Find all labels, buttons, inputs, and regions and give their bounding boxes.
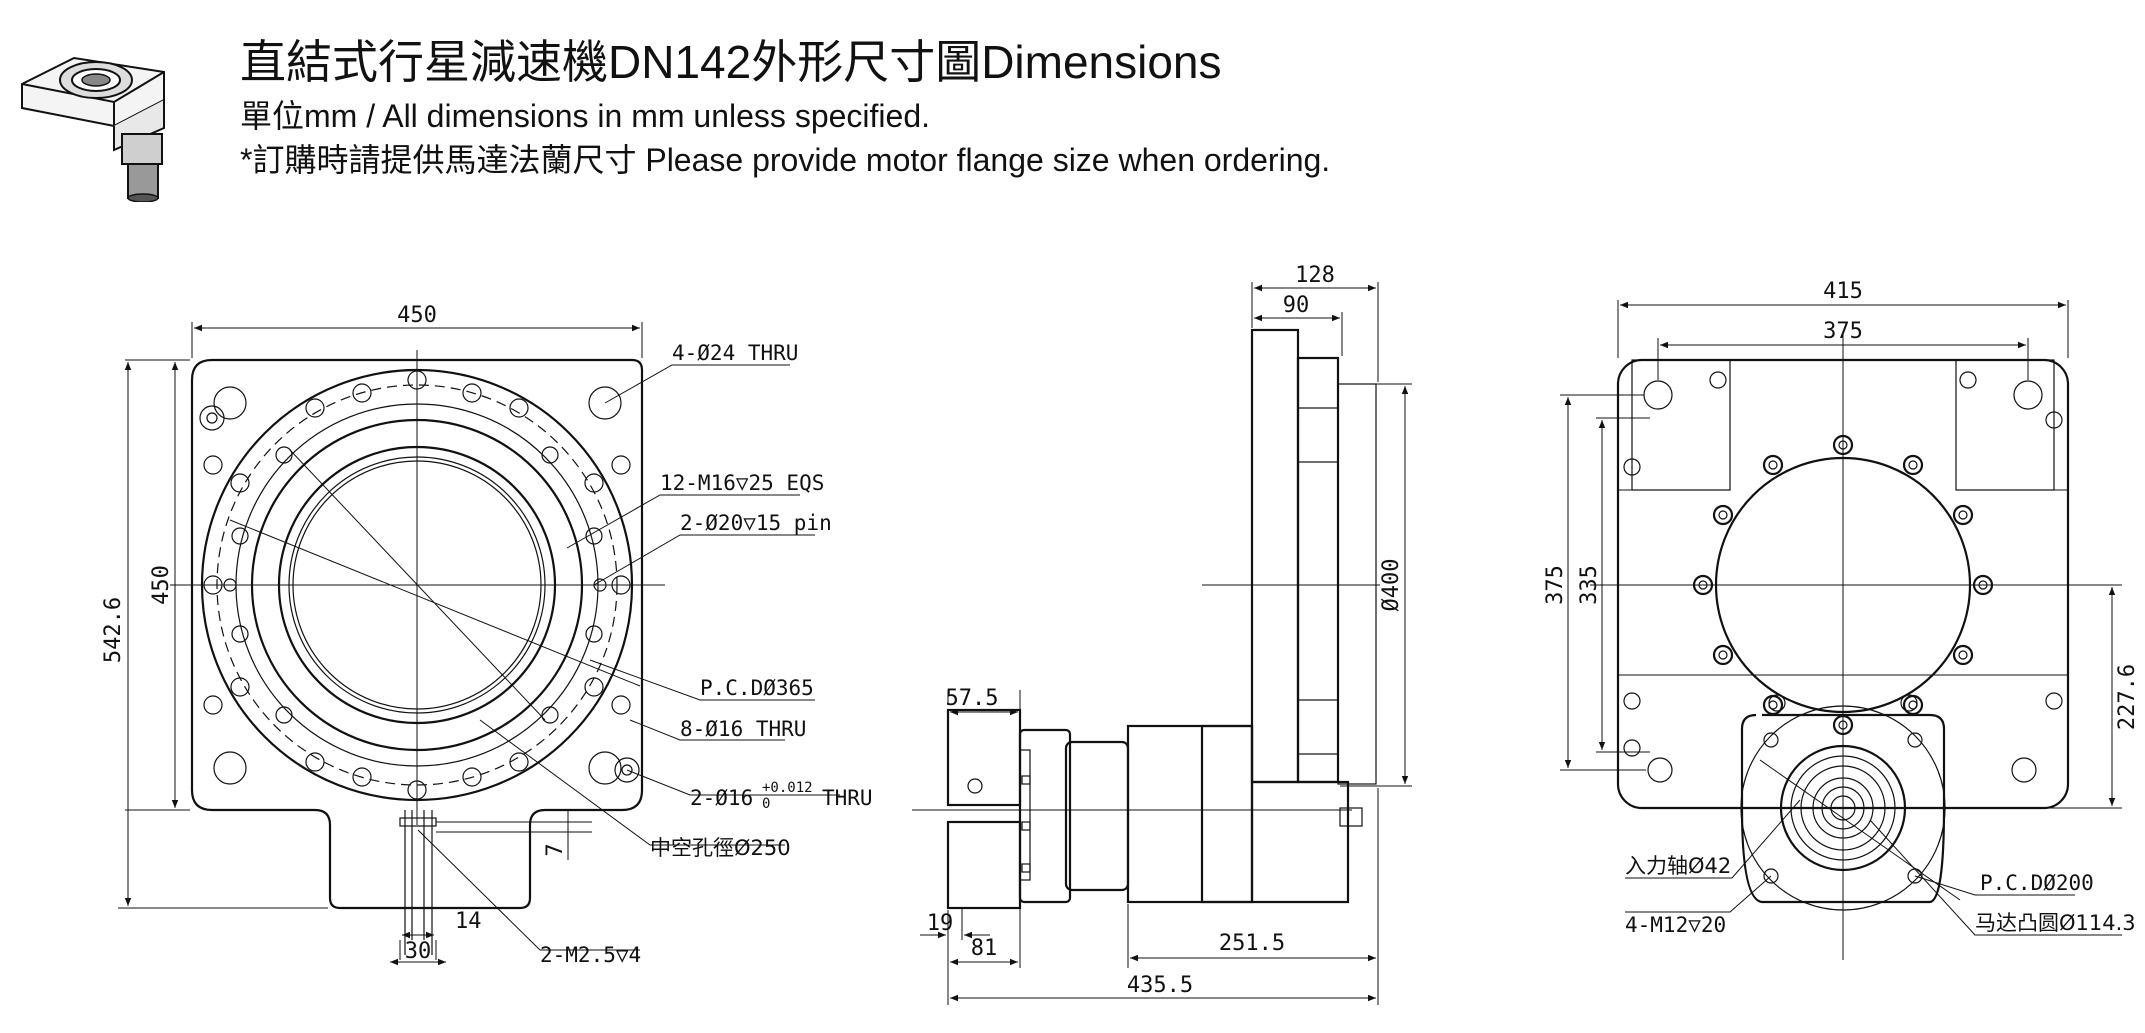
dim-front-width: 450 <box>397 303 437 328</box>
label-small-taps: 2-M2.5▽4 <box>540 943 641 967</box>
label-pin-holes: 2-Ø20▽15 pin <box>680 511 832 535</box>
side-view-labels: 128 90 Ø400 57.5 19 81 251.5 435.5 <box>927 263 1404 998</box>
side-view <box>912 328 1380 910</box>
dim-rear-227-6: 227.6 <box>2115 664 2140 730</box>
rear-view-labels: 415 375 375 335 227.6 入力轴Ø42 4-M12▽20 P.… <box>1543 279 2140 937</box>
dim-side-d400: Ø400 <box>1379 559 1404 612</box>
order-note: *訂購時請提供馬達法蘭尺寸 Please provide motor flang… <box>240 142 1331 178</box>
dim-rear-335: 335 <box>1577 565 1602 605</box>
dim-front-7: 7 <box>543 843 568 856</box>
dim-front-14: 14 <box>455 909 482 934</box>
pin-tol-upper: +0.012 <box>762 780 813 796</box>
dim-side-128: 128 <box>1295 263 1335 288</box>
dim-side-251-5: 251.5 <box>1219 931 1285 956</box>
front-view <box>170 350 665 955</box>
dim-rear-375-top: 375 <box>1823 319 1863 344</box>
dim-side-81: 81 <box>971 936 998 961</box>
label-pin-tolerance: 2-Ø16 +0.012 0 THRU <box>690 780 873 812</box>
dim-front-height-total: 542.6 <box>101 597 126 663</box>
dim-front-height-inner: 450 <box>149 565 174 605</box>
front-view-labels: 450 450 542.6 4-Ø24 THRU 12-M16▽25 EQS 2… <box>101 303 873 967</box>
page-title: 直結式行星減速機DN142外形尺寸圖Dimensions <box>240 36 1222 88</box>
pin-tol-lower: 0 <box>762 796 770 812</box>
label-thru-holes-4: 4-Ø24 THRU <box>672 341 798 365</box>
label-thru-holes-8: 8-Ø16 THRU <box>680 717 806 741</box>
dim-front-30: 30 <box>405 939 432 964</box>
dim-side-19: 19 <box>927 911 954 936</box>
label-rear-pcd: P.C.DØ200 <box>1980 871 2094 895</box>
pin-tol-prefix: 2-Ø16 <box>690 786 753 810</box>
dim-rear-375-left: 375 <box>1543 565 1568 605</box>
label-tapped-holes-12: 12-M16▽25 EQS <box>660 471 824 495</box>
dim-rear-415: 415 <box>1823 279 1863 304</box>
label-front-pcd: P.C.DØ365 <box>700 676 814 700</box>
dim-side-57-5: 57.5 <box>946 686 999 711</box>
label-motor-boss: 马达凸圆Ø114.3 <box>1975 911 2136 935</box>
side-view-dimensions <box>920 282 1412 1005</box>
dim-side-435-5: 435.5 <box>1127 973 1193 998</box>
label-input-taps: 4-M12▽20 <box>1625 913 1726 937</box>
label-hollow-bore: 中空孔徑Ø250 <box>650 836 791 860</box>
header: 直結式行星減速機DN142外形尺寸圖Dimensions 單位mm / All … <box>0 0 2145 202</box>
label-input-shaft: 入力轴Ø42 <box>1625 854 1731 878</box>
rear-view <box>1590 335 2100 960</box>
units-note: 單位mm / All dimensions in mm unless speci… <box>240 98 931 134</box>
dim-side-90: 90 <box>1283 293 1310 318</box>
pin-tol-suffix: THRU <box>822 786 873 810</box>
product-thumbnail-icon <box>21 56 165 202</box>
front-view-dimensions <box>118 322 840 966</box>
rear-view-dimensions <box>1560 300 2122 936</box>
